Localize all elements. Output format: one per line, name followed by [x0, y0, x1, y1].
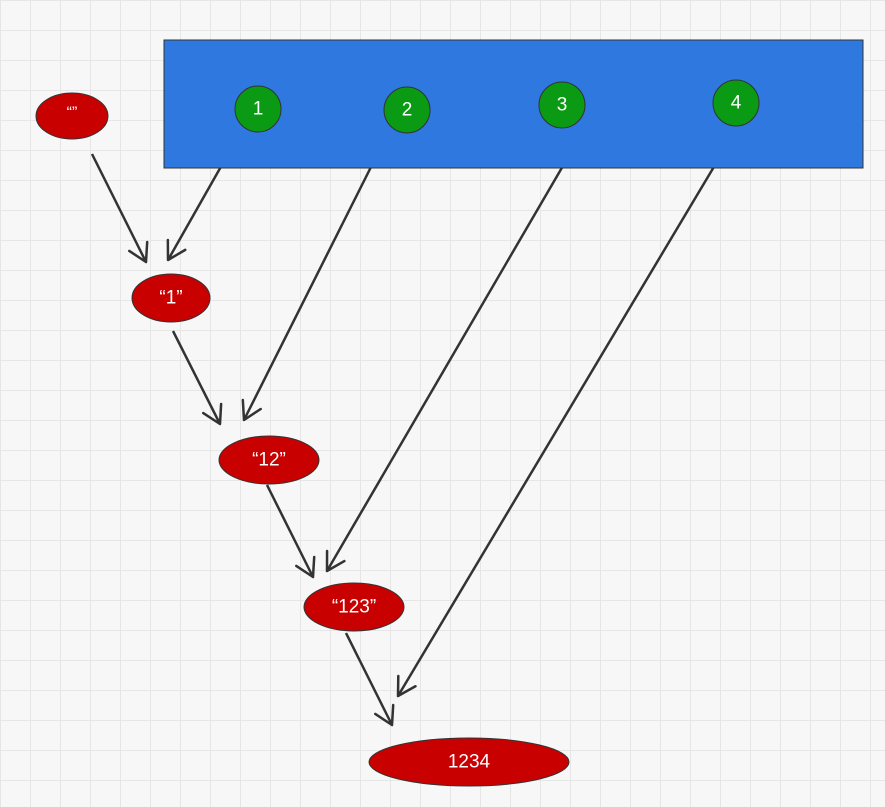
digit-node-3-label: 3 — [557, 95, 568, 116]
arrow-head — [166, 238, 187, 262]
arrow-line — [242, 158, 377, 421]
arrow-line — [325, 158, 569, 572]
arrow-head — [374, 703, 395, 727]
string-node-1234-label: 1234 — [448, 752, 491, 773]
arrow-d1-to-s1 — [166, 155, 229, 262]
digit-node-2-label: 2 — [402, 100, 413, 121]
digit-node-4-label: 4 — [731, 93, 742, 114]
arrow-s0-to-s1 — [90, 153, 149, 264]
arrow-line — [171, 330, 222, 425]
string-node-1-label: “1” — [159, 288, 182, 309]
digit-node-1: 1 — [234, 85, 282, 133]
arrow-head — [295, 555, 316, 579]
string-node-12: “12” — [218, 435, 320, 485]
arrow-d2-to-s2 — [241, 158, 377, 422]
string-node-empty: “” — [35, 92, 109, 140]
string-node-1-ellipse — [131, 273, 211, 323]
string-node-123-label: “123” — [332, 597, 376, 618]
digit-node-3-circle — [538, 81, 586, 129]
digit-node-2-circle — [383, 86, 431, 134]
string-node-123-ellipse — [303, 582, 405, 632]
arrow-s2-to-s3 — [265, 484, 316, 579]
arrow-line — [265, 484, 315, 578]
digit-node-4: 4 — [712, 79, 760, 127]
arrow-head — [325, 549, 346, 573]
arrow-line — [344, 632, 394, 726]
string-node-1234: 1234 — [368, 737, 570, 787]
string-node-12-ellipse — [218, 435, 320, 485]
digit-node-2: 2 — [383, 86, 431, 134]
string-node-empty-label: “” — [67, 105, 78, 122]
string-node-empty-ellipse — [35, 92, 109, 140]
arrow-s3-to-s4 — [344, 632, 395, 727]
string-node-123: “123” — [303, 582, 405, 632]
arrow-line — [166, 155, 229, 261]
digit-node-3: 3 — [538, 81, 586, 129]
digit-node-4-circle — [712, 79, 760, 127]
arrow-head — [396, 674, 417, 698]
arrow-d4-to-s4 — [396, 154, 723, 698]
arrow-head — [202, 402, 223, 426]
edges-layer — [90, 153, 723, 727]
arrow-d3-to-s3 — [325, 158, 569, 573]
digit-node-1-label: 1 — [253, 99, 264, 120]
arrow-head — [128, 240, 149, 264]
string-node-12-label: “12” — [252, 450, 286, 471]
arrow-head — [241, 398, 262, 422]
arrow-line — [90, 153, 148, 263]
arrow-line — [396, 154, 723, 697]
digit-node-1-circle — [234, 85, 282, 133]
string-node-1234-ellipse — [368, 737, 570, 787]
string-node-1: “1” — [131, 273, 211, 323]
arrow-s1-to-s2 — [171, 330, 223, 426]
